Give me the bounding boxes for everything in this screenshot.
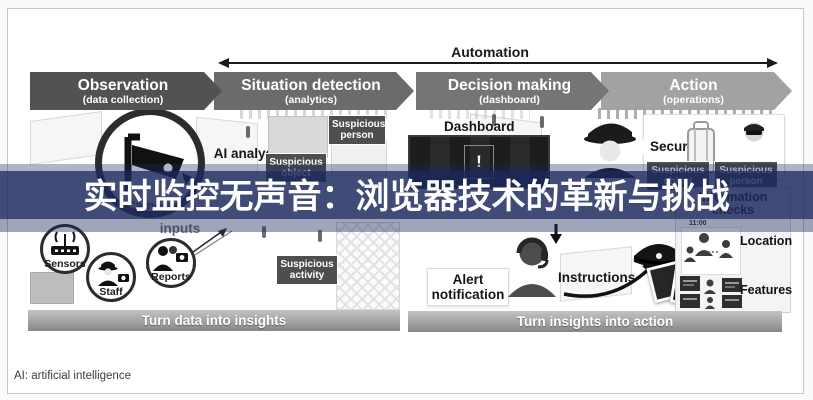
location-label: Location — [740, 234, 793, 248]
stage-label: Decision making — [447, 76, 572, 94]
headline-title: 实时监控无声音：浏览器技术的革新与挑战 — [83, 178, 730, 216]
sensors-label: Sensors — [44, 258, 86, 270]
truck-sketch — [30, 272, 74, 304]
sensors-circle: Sensors — [40, 224, 90, 274]
stage-sublabel: (data collection) — [82, 93, 164, 106]
right-panel-bottom-bar: Turn insights into action — [408, 311, 782, 332]
footer-note: AI: artificial intelligence — [14, 370, 131, 382]
stage-sublabel: (dashboard) — [479, 93, 540, 106]
inputs-label: inputs — [159, 221, 201, 236]
stage-observation: Observation (data collection) — [30, 72, 222, 110]
pedestrian-figure — [318, 230, 322, 242]
fence-hatch — [430, 108, 530, 119]
instructions-label: Instructions — [558, 270, 636, 285]
fence-hatch — [240, 108, 390, 119]
suspicious-object-image — [268, 116, 328, 158]
automation-double-arrow — [218, 58, 778, 68]
staff-label: Staff — [99, 286, 123, 298]
stage-situation-detection: Situation detection (analytics) — [214, 72, 414, 110]
sensors-icon — [51, 231, 79, 255]
location-image — [681, 227, 741, 275]
pedestrian-figure — [492, 114, 496, 126]
staff-icon — [98, 261, 129, 286]
headline-band-fade-top — [0, 164, 813, 171]
headline-band-fade-bottom — [0, 219, 813, 232]
suspicious-person-label: Suspicious person — [328, 115, 386, 145]
stage-label: Action — [669, 76, 718, 94]
alert-notification-box: Alert notification — [427, 268, 509, 306]
feature-cards-icon — [680, 276, 742, 309]
pedestrian-figure — [262, 226, 266, 238]
reports-icon — [153, 246, 188, 271]
dashboard-label: Dashboard — [444, 119, 515, 134]
stage-label: Observation — [77, 76, 169, 94]
stage-sublabel: (analytics) — [285, 93, 337, 106]
stage-decision-making: Decision making (dashboard) — [416, 72, 609, 110]
fence-hatch — [598, 108, 773, 119]
operator-headset-icon — [508, 237, 556, 297]
pedestrian-figure — [540, 116, 544, 128]
reports-label: Reports — [151, 271, 191, 283]
time-label: 11:00 — [689, 220, 707, 227]
stage-label: Situation detection — [241, 76, 381, 94]
staff-circle: Staff — [86, 252, 136, 302]
down-arrow-icon — [550, 224, 562, 244]
automation-label: Automation — [451, 44, 529, 60]
reports-circle: Reports — [146, 238, 196, 288]
stage-action: Action (operations) — [601, 72, 792, 110]
people-link-icon — [684, 233, 733, 262]
secure-label: Secure — [650, 139, 696, 154]
speech-pointer — [634, 139, 644, 155]
features-label: Features — [740, 283, 793, 297]
suspicious-activity-label: Suspicious activity — [276, 255, 338, 285]
headline-band — [0, 171, 813, 219]
stage-sublabel: (operations) — [663, 93, 724, 106]
left-panel-bottom-bar: Turn data into insights — [28, 310, 400, 331]
alert-notification-label: Alert notification — [431, 272, 505, 302]
pedestrian-figure — [246, 126, 250, 138]
suspicious-activity-image — [336, 222, 400, 310]
